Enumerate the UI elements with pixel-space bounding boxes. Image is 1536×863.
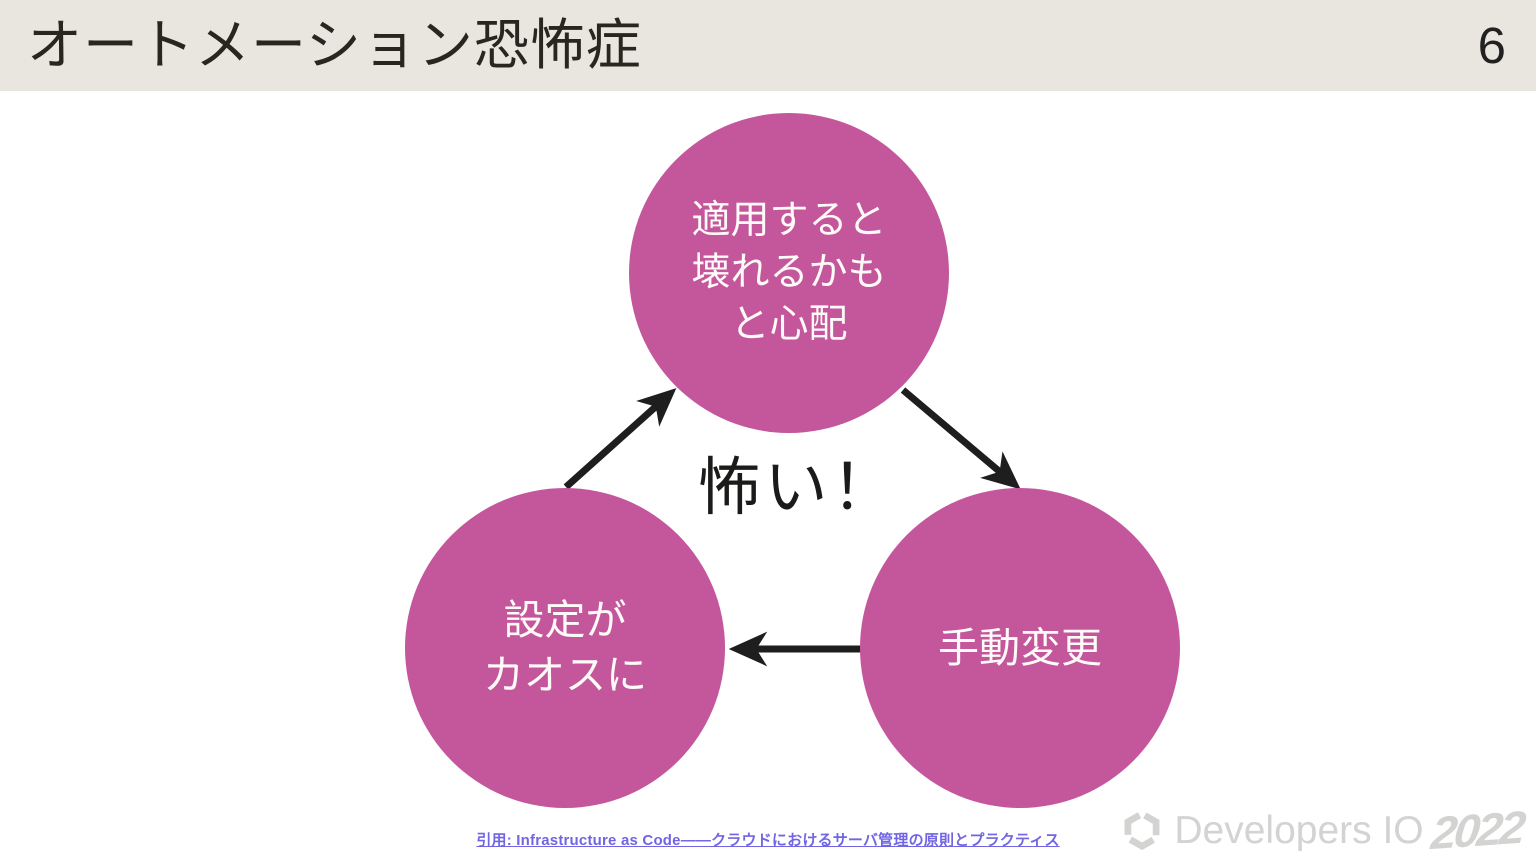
slide-header: オートメーション恐怖症 6 — [0, 0, 1536, 91]
node-config-chaos: 設定が カオスに — [405, 488, 725, 808]
slide-title: オートメーション恐怖症 — [27, 14, 642, 76]
node-text-line: 壊れるかも — [691, 250, 887, 294]
node-text-line: と心配 — [730, 303, 848, 347]
node-text-line: 適用すると — [691, 198, 887, 242]
diagram-canvas: 適用すると 壊れるかも と心配 設定が カオスに 手動変更 怖い！ 引用: In… — [0, 91, 1536, 863]
node-manual-change: 手動変更 — [860, 488, 1180, 808]
hexagon-logo-icon — [1124, 812, 1160, 851]
node-apply-break-worry: 適用すると 壊れるかも と心配 — [629, 113, 949, 433]
logo-wordmark: Developers IO — [1174, 808, 1424, 852]
logo-year: 2022 — [1428, 800, 1526, 860]
node-text-line: カオスに — [483, 652, 647, 698]
node-text-line: 設定が — [503, 597, 627, 644]
developersio-logo: Developers IO 2022 — [1119, 800, 1528, 860]
center-scary-label: 怖い！ — [697, 453, 899, 523]
citation-row: 引用: Infrastructure as Code——クラウドにおけるサーバ管… — [0, 829, 1536, 850]
node-text-line: 手動変更 — [938, 624, 1102, 671]
slide-page-number: 6 — [1477, 17, 1506, 74]
citation-link[interactable]: 引用: Infrastructure as Code——クラウドにおけるサーバ管… — [476, 832, 1060, 849]
